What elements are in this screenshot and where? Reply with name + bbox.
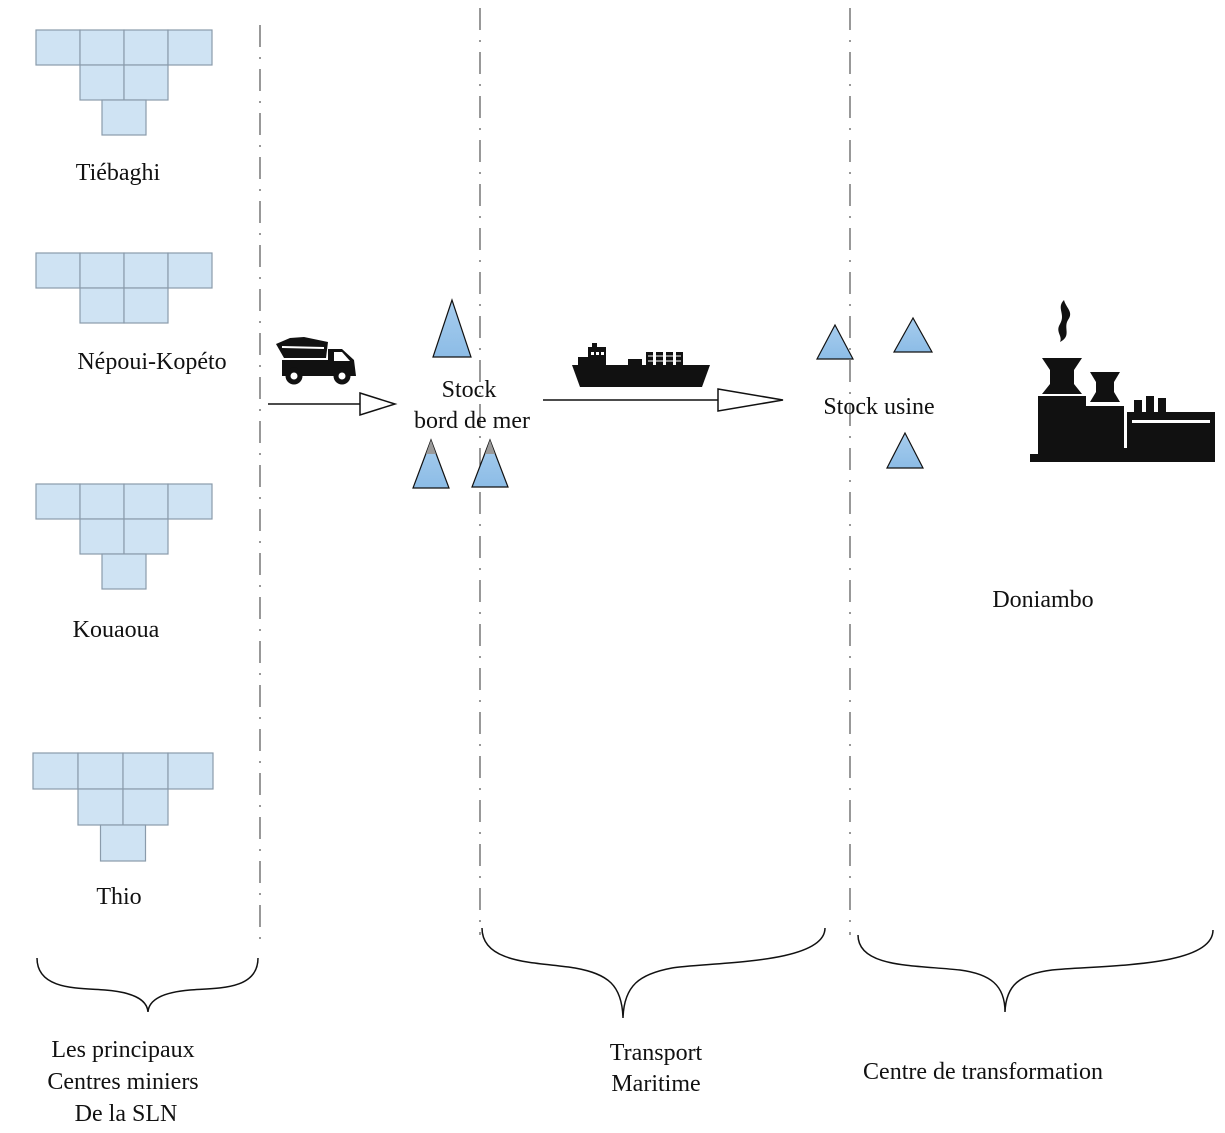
arrow-to-stock-bord-de-mer [268, 391, 398, 417]
mine-block-group [32, 752, 214, 862]
mine-block-cell [35, 29, 81, 66]
mine-block-cell [123, 483, 169, 520]
cargo-ship-icon [572, 343, 710, 387]
stock-bord-de-mer-label-line1: Stock [442, 377, 497, 403]
mine-block-cell [101, 553, 147, 590]
mine-block-group [35, 483, 213, 590]
mine-block-group [35, 252, 213, 324]
mine-block-cell [79, 252, 125, 289]
doniambo-label: Doniambo [992, 587, 1093, 613]
mine-block-cell [79, 287, 125, 324]
section-transport-line1: Transport [610, 1040, 703, 1066]
mine-block-cell [123, 518, 169, 555]
stockpile-icon [432, 298, 472, 358]
mine-block-cell [35, 483, 81, 520]
section-mines-line3: De la SLN [75, 1101, 178, 1127]
mine-blocks [32, 29, 214, 862]
section-transformation-label: Centre de transformation [863, 1059, 1103, 1085]
mine-block-cell [123, 29, 169, 66]
mine-block-cell [32, 752, 79, 790]
stockpile-icon [412, 438, 450, 489]
mine-block-cell [99, 824, 147, 862]
mine-block-cell [167, 252, 213, 289]
brace-transport [481, 927, 826, 1019]
stock-usine-label: Stock usine [823, 394, 934, 420]
mine-block-cell [79, 483, 125, 520]
mine-block-cell [77, 788, 124, 826]
mine-label-thio: Thio [96, 884, 141, 910]
factory-icon [1030, 300, 1215, 462]
mine-label-nepoui-kopeto: Népoui-Kopéto [77, 349, 226, 375]
mine-block-group [35, 29, 213, 136]
brace-transformation [857, 929, 1214, 1013]
arrow-to-stock-usine [543, 388, 784, 412]
section-mines-line2: Centres miniers [47, 1069, 198, 1095]
mine-block-cell [167, 752, 214, 790]
mine-block-cell [123, 64, 169, 101]
mine-block-cell [35, 252, 81, 289]
section-transport-line2: Maritime [611, 1071, 700, 1097]
stockpile-icon [471, 438, 509, 488]
brace-mines [36, 957, 259, 1013]
mine-block-cell [167, 29, 213, 66]
mine-block-cell [77, 752, 124, 790]
mine-block-cell [123, 252, 169, 289]
mine-label-tiebaghi: Tiébaghi [76, 160, 161, 186]
mine-block-cell [79, 64, 125, 101]
mine-block-cell [79, 29, 125, 66]
mine-block-cell [79, 518, 125, 555]
mine-label-kouaoua: Kouaoua [73, 617, 160, 643]
stockpile-icon [892, 316, 934, 353]
mine-block-cell [167, 483, 213, 520]
stock-bord-de-mer-label-line2: bord de mer [414, 408, 530, 434]
stockpile-icon [816, 323, 854, 360]
section-mines-line1: Les principaux [51, 1037, 194, 1063]
mine-block-cell [123, 287, 169, 324]
mine-block-cell [122, 788, 169, 826]
mine-block-cell [101, 99, 147, 136]
stockpile-icon [886, 431, 924, 469]
dump-truck-icon [276, 337, 356, 385]
mine-block-cell [122, 752, 169, 790]
